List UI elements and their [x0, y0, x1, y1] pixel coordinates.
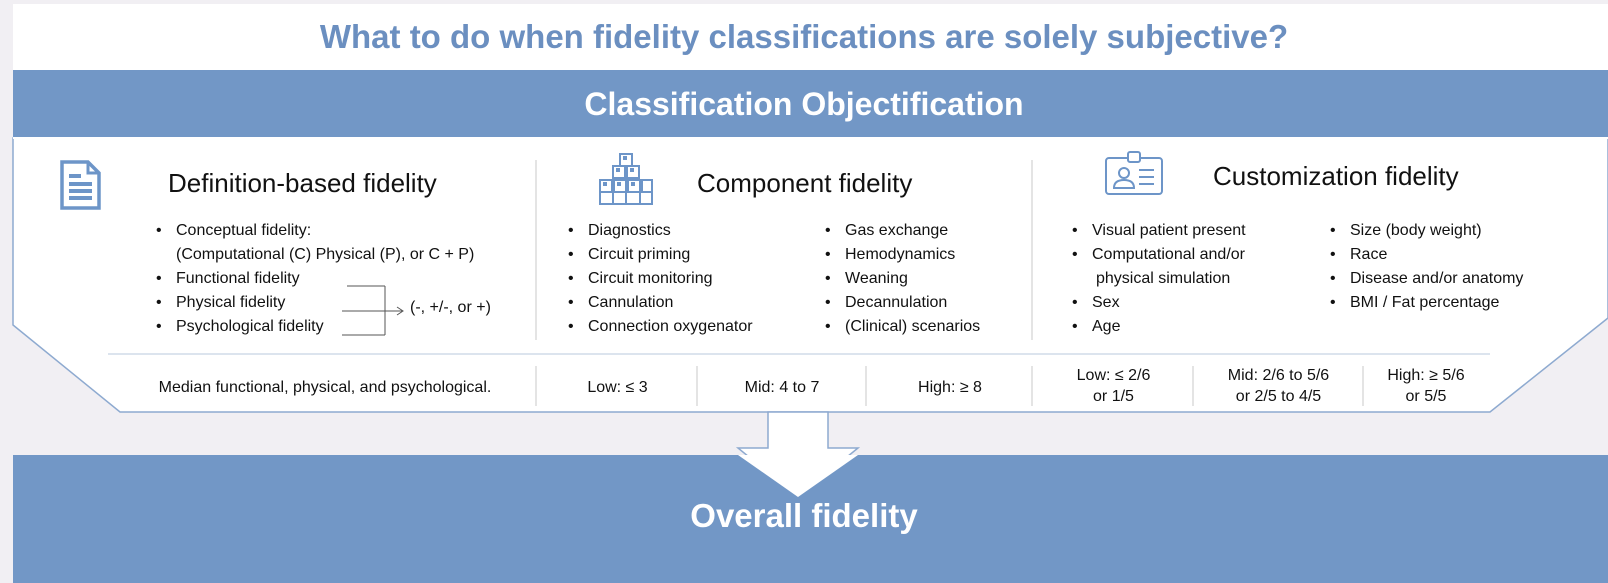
- criteria-component-mid: Mid: 4 to 7: [744, 379, 820, 396]
- list-item: Gas exchange: [821, 219, 980, 243]
- list-item: Cannulation: [564, 291, 753, 315]
- list-item: Circuit priming: [564, 243, 753, 267]
- list-item: Physical fidelity: [152, 291, 474, 315]
- customization-fidelity-list-left: Visual patient present Computational and…: [1068, 219, 1246, 339]
- list-item: Age: [1068, 315, 1246, 339]
- down-arrow-tip: [738, 455, 858, 497]
- section-band: [13, 70, 1608, 138]
- list-item: Disease and/or anatomy: [1326, 267, 1523, 291]
- list-item: BMI / Fat percentage: [1326, 291, 1523, 315]
- scale-note: (-, +/-, or +): [410, 299, 491, 316]
- list-item: Race: [1326, 243, 1523, 267]
- criteria-customization-low: Low: ≤ 2/6 or 1/5: [1076, 367, 1151, 405]
- component-fidelity-heading: Component fidelity: [697, 168, 913, 198]
- list-item: Sex: [1068, 291, 1246, 315]
- boxes-icon: [598, 152, 654, 213]
- list-item: Decannulation: [821, 291, 980, 315]
- list-item: Computational and/or: [1068, 243, 1246, 267]
- content-panel: [12, 137, 1608, 413]
- overall-fidelity-label: Overall fidelity: [690, 497, 918, 534]
- criteria-component-high: High: ≥ 8: [918, 379, 982, 396]
- id-card-icon: [1104, 150, 1164, 201]
- criteria-definition: Median functional, physical, and psychol…: [158, 379, 492, 396]
- list-item: Conceptual fidelity:: [152, 219, 474, 243]
- criteria-customization-mid: Mid: 2/6 to 5/6 or 2/5 to 4/5: [1227, 367, 1330, 405]
- list-item: Functional fidelity: [152, 267, 474, 291]
- criteria-component-low: Low: ≤ 3: [587, 379, 648, 396]
- list-item: Visual patient present: [1068, 219, 1246, 243]
- list-item: Size (body weight): [1326, 219, 1523, 243]
- definition-fidelity-heading: Definition-based fidelity: [168, 168, 437, 198]
- list-item: physical simulation: [1096, 270, 1231, 287]
- component-fidelity-list-right: Gas exchange Hemodynamics Weaning Decann…: [821, 219, 980, 339]
- definition-fidelity-list: Conceptual fidelity: (Computational (C) …: [152, 219, 474, 339]
- list-item: Circuit monitoring: [564, 267, 753, 291]
- customization-fidelity-heading: Customization fidelity: [1213, 161, 1459, 191]
- list-item: Connection oxygenator: [564, 315, 753, 339]
- criteria-customization-high: High: ≥ 5/6 or 5/5: [1387, 367, 1465, 405]
- component-fidelity-list-left: Diagnostics Circuit priming Circuit moni…: [564, 219, 753, 339]
- title-card: [13, 4, 1608, 70]
- document-icon: [56, 160, 102, 215]
- section-title: Classification Objectification: [584, 86, 1024, 122]
- list-item: Weaning: [821, 267, 980, 291]
- page-title: What to do when fidelity classifications…: [319, 18, 1289, 55]
- list-item: Psychological fidelity: [152, 315, 474, 339]
- list-item: Hemodynamics: [821, 243, 980, 267]
- customization-fidelity-list-right: Size (body weight) Race Disease and/or a…: [1326, 219, 1523, 315]
- list-item: (Clinical) scenarios: [821, 315, 980, 339]
- list-item: (Computational (C) Physical (P), or C + …: [176, 246, 475, 263]
- list-item: Diagnostics: [564, 219, 753, 243]
